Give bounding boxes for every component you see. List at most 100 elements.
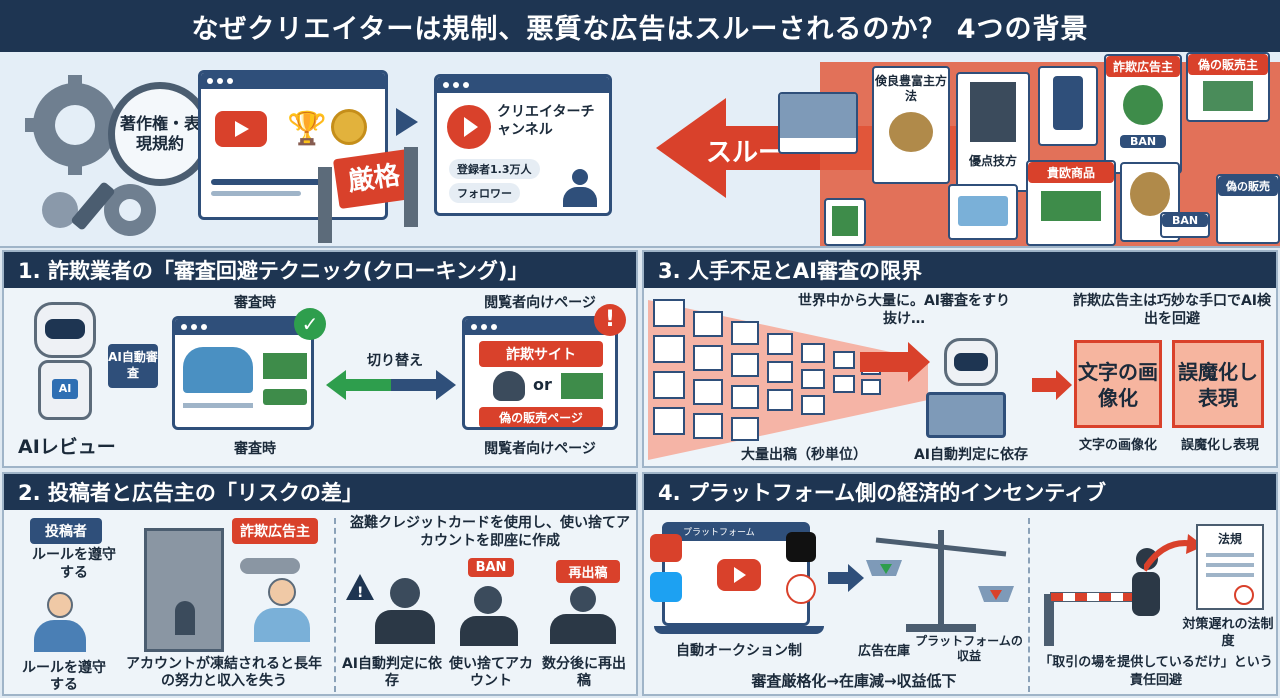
poster-tag: 投稿者 — [30, 518, 102, 544]
switch-label: 切り替え — [367, 353, 423, 369]
review-window — [172, 316, 314, 430]
ad-card-1: 倹良豊富主方法 — [872, 66, 950, 184]
ad-card-2: 優点技方 — [956, 72, 1030, 192]
section-1-panel: 1. 詐欺業者の「審査回避テクニック(クローキング)」 AI AI自動審査 AI… — [2, 250, 638, 468]
ai-review-label: AIレビュー — [18, 436, 116, 458]
section-3-heading: 3. 人手不足とAI審査の限界 — [644, 252, 1276, 288]
gate-post — [1044, 594, 1054, 646]
channel-window: クリエイターチャンネル 登録者1.3万人 フォロワー — [434, 74, 612, 216]
arrow-right-icon — [828, 564, 864, 596]
ban-tag: BAN — [468, 558, 514, 577]
section-4-heading: 4. プラットフォーム側の経済的インセンティブ — [644, 474, 1276, 510]
walking-person-icon — [1122, 548, 1170, 644]
misspell-caption: 誤魔化し表現 — [1180, 438, 1259, 453]
magnifier-icon: 著作権・表現規約 — [108, 82, 212, 186]
robot-head-icon — [34, 302, 96, 358]
poster-person-icon — [32, 592, 88, 656]
viewer-top-label: 閲覧者向けページ — [484, 295, 596, 311]
red-arrow-into-ai — [860, 342, 930, 382]
section-2-panel: 2. 投稿者と広告主の「リスクの差」 投稿者 ルールを遵守する ルールを遵守する… — [2, 472, 638, 696]
strict-sign: 厳格 — [332, 148, 416, 210]
cash-icon — [561, 373, 603, 399]
tower-icon — [144, 528, 224, 652]
channel-title: クリエイターチャンネル — [497, 104, 595, 138]
repost-tag: 再出稿 — [556, 560, 620, 583]
section-4-panel: 4. プラットフォーム側の経済的インセンティブ プラットフォーム 自動オークショ… — [642, 472, 1278, 696]
divider — [1028, 518, 1030, 692]
ai-auto-review-badge: AI自動審査 — [108, 344, 158, 388]
ai-depend-label: AI自動判定に依存 — [341, 656, 443, 689]
follow-button[interactable]: フォロワー — [449, 183, 520, 203]
laptop-icon — [926, 392, 1006, 438]
auction-label: 自動オークション制 — [676, 643, 802, 659]
law-lag-label: 対策遅れの法制度 — [1182, 617, 1274, 649]
stolen-card-label: 盗難クレジットカードを使用し、使い捨てアカウントを即座に作成 — [350, 515, 630, 549]
mass-post-label: 大量出稿（秒単位） — [741, 447, 867, 463]
video-window: 🏆 — [198, 70, 388, 220]
misspell-card: 誤魔化し表現 — [1172, 340, 1264, 428]
review-top-label: 審査時 — [234, 295, 276, 311]
gear-label: 著作権・表現規約 — [120, 114, 201, 153]
avatar — [561, 169, 599, 209]
text-image-card: 文字の画像化 — [1074, 340, 1162, 428]
sneaker-icon — [183, 347, 253, 393]
check-icon: ✓ — [294, 308, 326, 340]
ad-flood-icon — [648, 299, 928, 460]
ad-card-4: 偽の販売主 — [1186, 52, 1270, 122]
law-document-icon: 法規 — [1196, 524, 1264, 610]
gate-post — [318, 167, 332, 243]
review-bottom-label: 審査時 — [234, 441, 276, 457]
evasion-label: 「取引の場を提供しているだけ」という責任回避 — [1039, 655, 1273, 688]
minutes-later-label: 数分後に再出稿 — [542, 656, 626, 689]
ad-card-creditcard — [948, 184, 1018, 240]
scammer-group-icon — [544, 586, 624, 650]
worldwide-label: 世界中から大量に。AI審査をすり抜け… — [797, 293, 1011, 327]
flow-label: 審査厳格化→在庫減→収益低下 — [751, 672, 957, 690]
divider — [334, 518, 336, 692]
viewer-bottom-label: 閲覧者向けページ — [484, 441, 596, 457]
warning-icon: ! — [346, 574, 374, 601]
arrow-right-icon — [396, 108, 418, 136]
bird-app-icon — [650, 572, 682, 602]
alert-icon: ! — [594, 304, 626, 336]
curved-arrow-icon — [1144, 534, 1204, 572]
play-icon — [717, 559, 761, 591]
distressed-person-icon — [252, 578, 312, 648]
freeze-label: アカウントが凍結されると長年の努力と収入を失う — [126, 656, 322, 689]
hero-banner: 著作権・表現規約 🏆 厳格 クリエイターチャンネル 登録者1.3 — [0, 52, 1280, 248]
trophy-icon: 🏆 — [287, 109, 327, 147]
cash-icon — [263, 353, 307, 379]
svg-text:!: ! — [357, 585, 363, 600]
scammer-icon-2 — [454, 586, 524, 650]
disposable-label: 使い捨てアカウント — [449, 656, 533, 689]
laptop-base — [654, 626, 824, 634]
ai-rely-label: AI自動判定に依存 — [913, 447, 1029, 463]
arrow-right-icon — [1032, 370, 1072, 404]
scam-tag: 詐欺広告主 — [232, 518, 318, 544]
ad-card-6 — [1120, 162, 1180, 242]
page-title: なぜクリエイターは規制、悪質な広告はスルーされるのか？ 4つの背景 — [0, 0, 1280, 52]
gear-icon — [25, 75, 156, 236]
ad-card-gift — [824, 198, 866, 246]
play-icon — [215, 111, 267, 147]
medal-icon — [331, 109, 367, 145]
robot-body-icon: AI — [38, 360, 92, 420]
ad-card-5: 貴欧商品 — [1026, 160, 1116, 246]
scammer-icon — [370, 578, 440, 648]
scale-icon — [866, 530, 1014, 632]
rule-follow-bottom-label: ルールを遵守する — [22, 660, 106, 693]
video-app-icon — [650, 534, 682, 562]
clever-label: 詐欺広告主は巧妙な手口でAI検出を回避 — [1072, 293, 1272, 327]
channel-logo-icon — [447, 105, 491, 149]
switch-arrow-icon — [326, 370, 456, 400]
text-image-caption: 文字の画像化 — [1078, 438, 1157, 453]
rule-follow-label: ルールを遵守する — [32, 547, 116, 581]
ad-card-3: 詐欺広告主 BAN — [1104, 54, 1182, 174]
ad-card-broker — [778, 92, 858, 154]
section-1-heading: 1. 詐欺業者の「審査回避テクニック(クローキング)」 — [4, 252, 636, 288]
www-icon — [786, 574, 816, 604]
ad-card-ban: BAN — [1160, 212, 1210, 238]
subscriber-count: 登録者1.3万人 — [449, 159, 540, 179]
music-app-icon — [786, 532, 816, 562]
